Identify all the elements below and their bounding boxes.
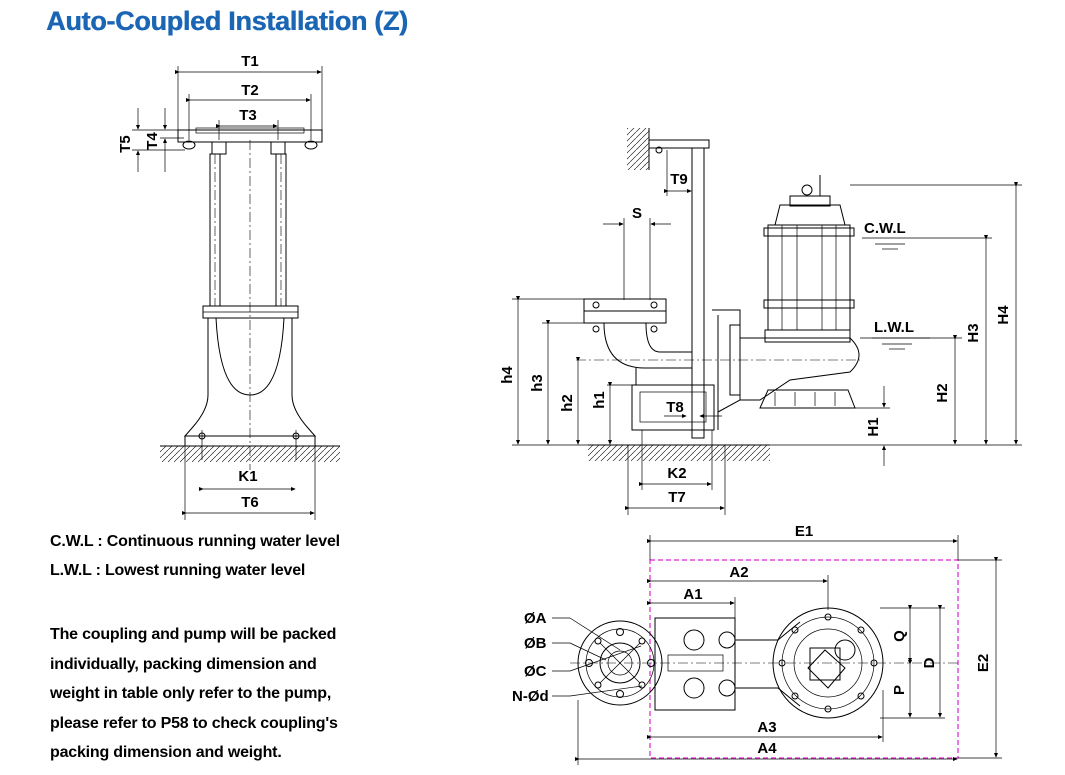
dim-t4: T4 — [144, 132, 161, 150]
dim-t1: T1 — [241, 53, 259, 70]
dim-d: D — [921, 657, 938, 668]
dim-k1: K1 — [238, 468, 257, 485]
dim-a2: A2 — [729, 564, 748, 581]
note-line: packing dimension and weight. — [50, 744, 282, 761]
dim-k2: K2 — [667, 465, 686, 482]
dim-s: S — [632, 205, 642, 222]
note-line: weight in table only refer to the pump, — [50, 685, 332, 702]
dim-H2: H2 — [934, 383, 951, 402]
dim-H4: H4 — [995, 305, 1012, 325]
label-dia-c: ØC — [524, 663, 547, 680]
dim-t2: T2 — [241, 82, 259, 99]
dim-a3: A3 — [757, 719, 776, 736]
guide-rail — [691, 147, 705, 439]
dim-a4: A4 — [757, 740, 777, 757]
dim-e2: E2 — [975, 654, 992, 672]
note-line: please refer to P58 to check coupling's — [50, 714, 338, 732]
pump-volute — [739, 337, 860, 401]
dim-t5: T5 — [117, 135, 134, 153]
coupling-body — [654, 617, 736, 711]
pump-motor — [767, 224, 851, 331]
dim-a1: A1 — [683, 586, 702, 603]
cwl-definition: C.W.L : Continuous running water level — [50, 533, 340, 550]
dim-h4-lower: h4 — [499, 366, 516, 384]
dim-p: P — [891, 685, 908, 695]
side-view: C.W.L L.W.L T9 S T8 K2 T7 h4 h3 — [499, 128, 1022, 515]
dim-e1: E1 — [795, 523, 813, 540]
coupling-base — [631, 384, 715, 431]
dim-h1-lower: h1 — [591, 391, 608, 409]
wall-hatch — [627, 128, 649, 170]
packing-note: The coupling and pump will be packed ind… — [50, 620, 390, 768]
plan-view: E1 A2 A1 A3 A4 Q P D E2 ØA — [512, 523, 1002, 765]
front-view: T1 T2 T3 T5 T4 K1 T6 — [117, 53, 340, 520]
ground-hatch — [588, 445, 770, 461]
dim-H3: H3 — [965, 323, 982, 342]
lwl-definition: L.W.L : Lowest running water level — [50, 562, 306, 579]
dim-t8: T8 — [666, 399, 684, 416]
dim-h2-lower: h2 — [559, 394, 576, 412]
label-n-d: N-Ød — [512, 688, 549, 705]
label-dia-a: ØA — [524, 610, 547, 627]
note-line: individually, packing dimension and — [50, 655, 317, 673]
cwl-label: C.W.L — [864, 220, 906, 237]
discharge-elbow — [603, 322, 692, 369]
lifting-eye-icon — [801, 184, 813, 196]
bolt-hole-icon — [182, 140, 196, 150]
bolt-hole-icon — [304, 140, 318, 150]
dim-t6: T6 — [241, 494, 259, 511]
dim-H1: H1 — [865, 417, 882, 436]
dim-t7: T7 — [668, 489, 686, 506]
lwl-label: L.W.L — [874, 319, 914, 336]
label-dia-b: ØB — [524, 635, 547, 652]
note-line: The coupling and pump will be packed — [50, 626, 337, 643]
dim-t3: T3 — [239, 107, 257, 124]
dim-t9: T9 — [670, 171, 688, 188]
dim-q: Q — [891, 630, 908, 642]
page-title: Auto-Coupled Installation (Z) — [46, 6, 408, 36]
dim-h3-lower: h3 — [529, 374, 546, 392]
